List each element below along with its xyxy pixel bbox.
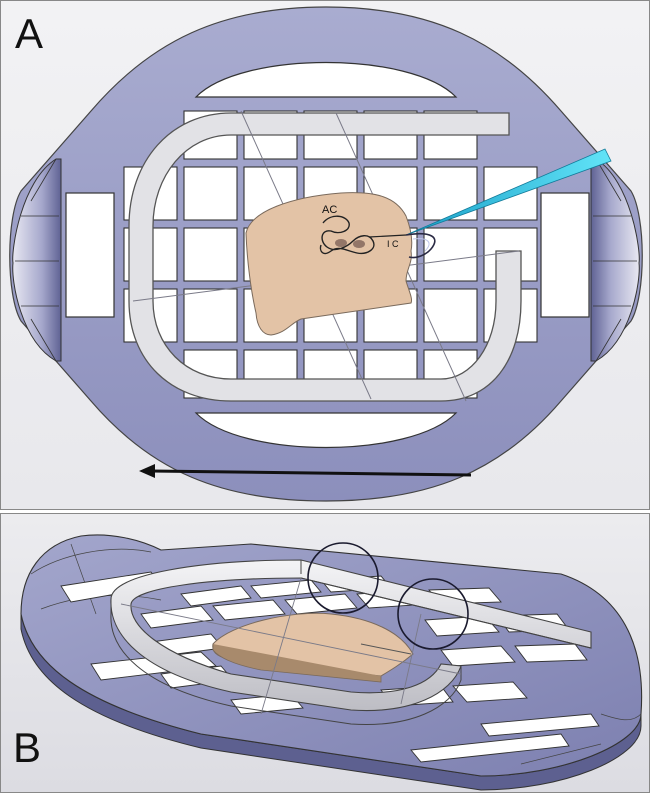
panel-a-letter: A	[15, 10, 44, 57]
panel-b: B	[0, 513, 650, 793]
anterior-commissure-outline	[319, 215, 375, 255]
guide-ring	[128, 112, 522, 402]
ac-label: AC	[322, 204, 337, 216]
panel-b-illustration	[20, 534, 643, 791]
left-slot	[65, 192, 115, 318]
bottom-slot	[194, 412, 458, 449]
panel-a-illustration: AC I C	[9, 6, 643, 502]
highlight-circle-icon	[397, 578, 469, 650]
highlight-circle-icon	[307, 542, 379, 614]
panel-a: AC I C A	[0, 0, 650, 510]
left-knob	[12, 158, 62, 362]
probe	[405, 148, 612, 236]
tissue-slice	[245, 192, 413, 336]
panel-b-letter: B	[13, 724, 42, 771]
right-slot	[540, 192, 590, 318]
ic-label: I C	[387, 239, 399, 249]
right-knob	[590, 158, 640, 362]
top-slot	[194, 61, 458, 98]
arrow-left-icon	[139, 464, 472, 478]
